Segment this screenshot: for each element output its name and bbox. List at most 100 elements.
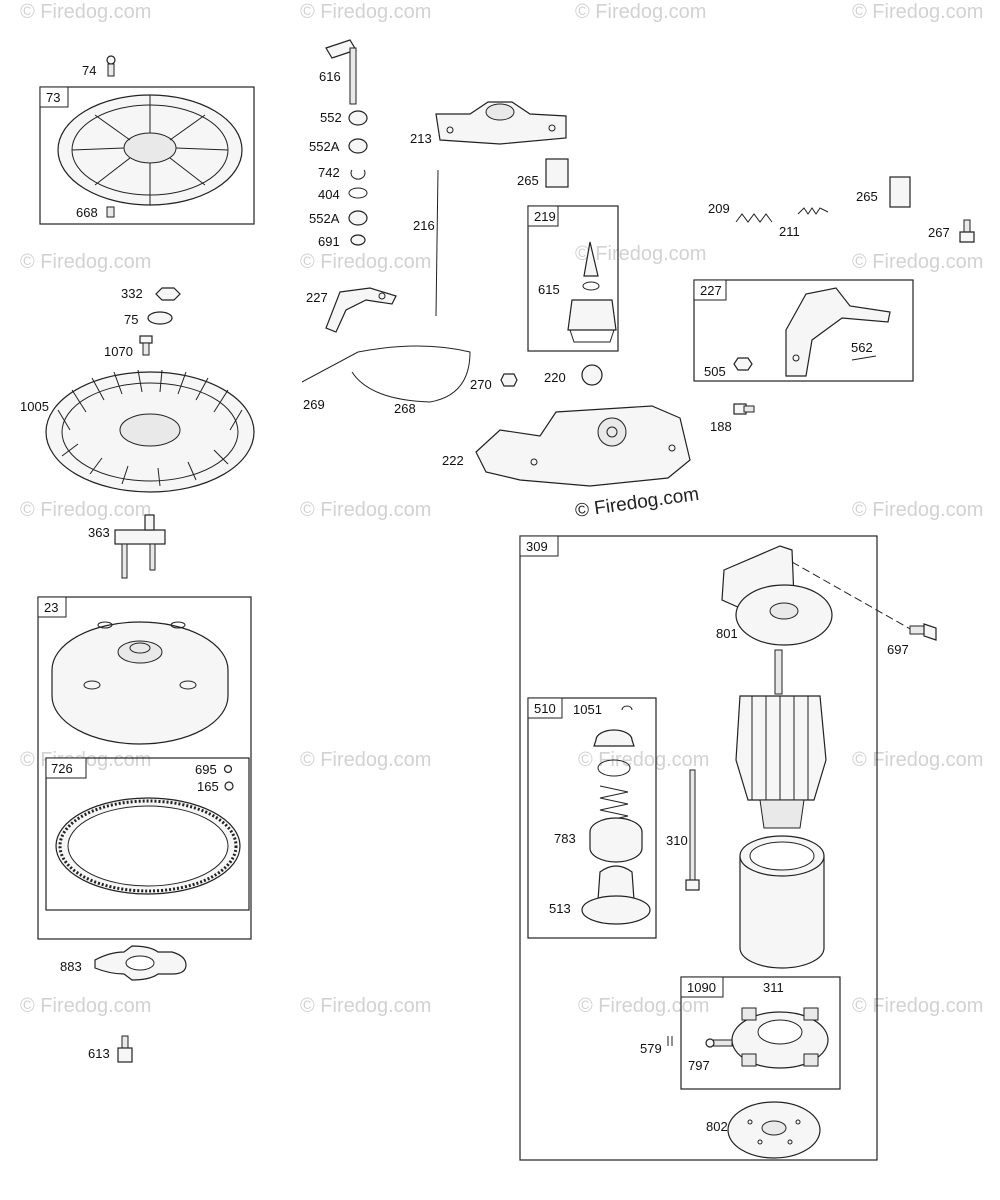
part-211-spring [797,207,829,215]
box-label-1090: 1090 [687,980,716,995]
watermark: © Firedog.com [300,1,431,23]
part-227-lever [325,287,397,333]
part-552-seal [348,110,368,126]
callout-513: 513 [549,901,571,916]
part-404-washer [348,187,368,199]
callout-562: 562 [851,340,873,355]
part-209-spring [735,213,773,223]
watermark: © Firedog.com [20,251,151,273]
watermark: © Firedog.com [578,749,709,771]
part-332-nut [155,287,181,301]
callout-220: 220 [544,370,566,385]
callout-74: 74 [82,63,96,78]
callout-1005: 1005 [20,399,49,414]
part-783-pinion-gear [589,817,643,863]
part-188-bolt [733,403,755,415]
box-label-23: 23 [44,600,58,615]
callout-552: 552 [320,110,342,125]
group-box-726 [45,757,250,911]
box-label-309: 309 [526,539,548,554]
part-797-stud [705,1038,733,1048]
part-1070-bolt [139,335,153,356]
watermark: © Firedog.com [300,251,431,273]
watermark: © Firedog.com [300,749,431,771]
callout-404: 404 [318,187,340,202]
callout-211: 211 [779,224,800,239]
callout-697: 697 [887,642,909,657]
watermark: © Firedog.com [852,499,983,521]
callout-75: 75 [124,312,138,327]
watermark: © Firedog.com [575,1,706,23]
part-579-clip [667,1036,673,1046]
part-265-plate-2 [889,176,911,208]
callout-1051: 1051 [573,702,602,717]
callout-222: 222 [442,453,464,468]
part-222-control-bracket [475,405,691,487]
part-615-governor [567,241,617,343]
watermark: © Firedog.com [578,995,709,1017]
part-armature [735,649,827,829]
group-box-1090 [680,976,841,1090]
group-box-227 [693,279,914,382]
part-73-blower-housing [57,94,243,206]
callout-268: 268 [394,401,416,416]
callout-883: 883 [60,959,82,974]
part-691-bushing [350,234,366,246]
callout-269: 269 [303,397,325,412]
callout-695: 695 [195,762,217,777]
part-270-nut [500,373,518,387]
callout-227: 227 [306,290,328,305]
part-267-screw [959,219,975,243]
watermark-layer: © Firedog.com © Firedog.com © Firedog.co… [20,1,983,1017]
callout-188: 188 [710,419,732,434]
part-220-gear [581,364,603,386]
part-310-through-bolt [685,769,700,891]
part-1005-fan [45,369,255,493]
group-box-73 [39,86,255,225]
callout-802: 802 [706,1119,728,1134]
center-watermark: © Firedog.com [574,484,701,522]
callout-267: 267 [928,225,950,240]
part-1090-brush-plate [731,1007,829,1069]
watermark: © Firedog.com [852,749,983,771]
callout-265: 265 [517,173,539,188]
callout-801: 801 [716,626,738,641]
callout-270: 270 [470,377,492,392]
callout-552a-2: 552A [309,211,340,226]
watermark: © Firedog.com [575,243,706,265]
callout-616: 616 [319,69,341,84]
box-label-219: 219 [534,209,556,224]
callout-213: 213 [410,131,432,146]
callout-332: 332 [121,286,143,301]
part-505-nut [733,357,753,371]
callout-552a: 552A [309,139,340,154]
callout-742: 742 [318,165,340,180]
group-box-23 [37,596,252,940]
part-213-bracket [435,101,567,145]
callout-505: 505 [704,364,726,379]
callout-216: 216 [413,218,435,233]
callout-613: 613 [88,1046,110,1061]
part-23-flywheel [51,621,229,745]
callout-691: 691 [318,234,340,249]
callout-579: 579 [640,1041,662,1056]
part-227-governor-lever [785,287,891,377]
box-label-73: 73 [46,90,60,105]
assembly-line [791,561,913,631]
part-802-end-plate [727,1101,821,1159]
part-552a-seal-2 [348,210,368,226]
part-742-clip [350,169,366,180]
callout-1070: 1070 [104,344,133,359]
watermark: © Firedog.com [20,1,151,23]
part-695-screw [223,764,233,774]
part-697-bolt [909,623,937,641]
callout-209: 209 [708,201,730,216]
watermark: © Firedog.com [20,499,151,521]
group-box-309 [519,535,878,1161]
part-165-washer [224,781,234,791]
group-box-219 [527,205,619,352]
part-216-link [435,169,439,317]
part-1051-clip [621,705,633,711]
part-883-gasket [94,945,187,981]
watermark: © Firedog.com [300,499,431,521]
